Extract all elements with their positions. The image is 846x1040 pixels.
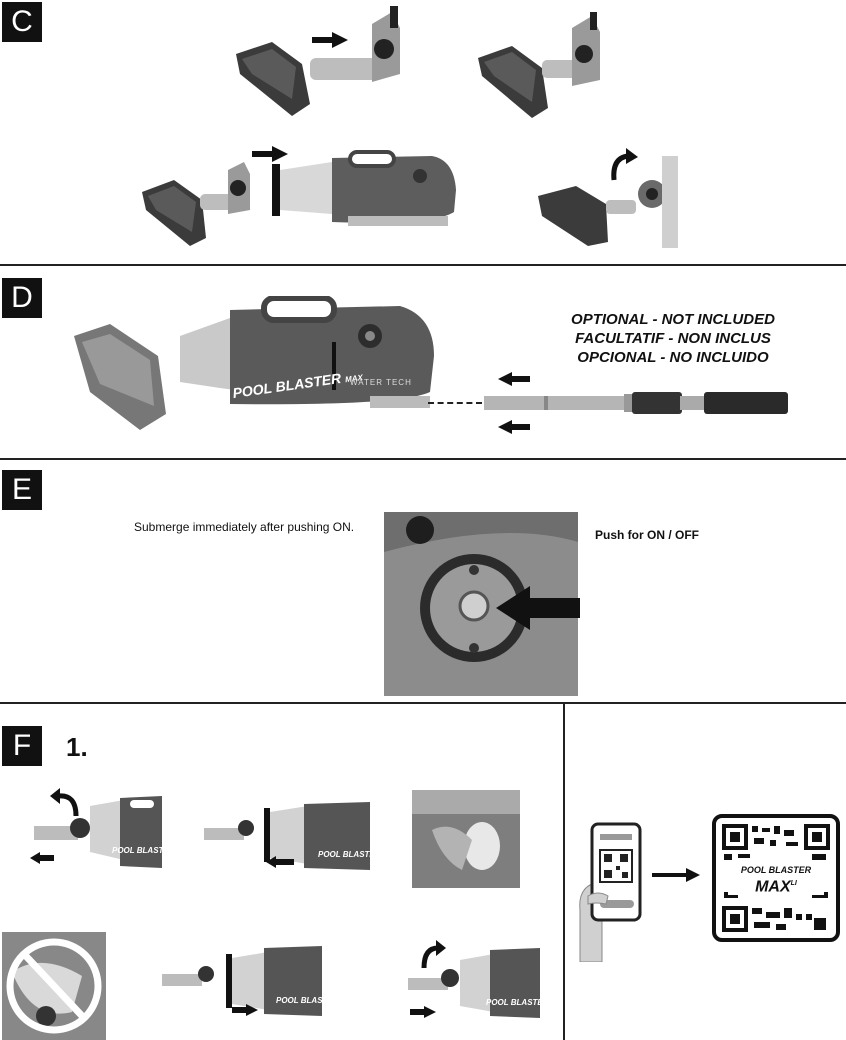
section-f-letter: F: [12, 729, 32, 762]
divider-f-qr: [563, 702, 565, 1040]
section-c-photo-2: [476, 10, 616, 120]
section-f-photo-6: [408, 948, 540, 1018]
section-d-tag: D: [2, 278, 42, 318]
optional-note: OPTIONAL - NOT INCLUDED FACULTATIF - NON…: [548, 310, 798, 367]
curved-arrow-icon: [420, 940, 446, 970]
arrow-left-icon: [496, 586, 580, 630]
push-on-off-label: Push for ON / OFF: [595, 528, 699, 542]
optional-line-fr: FACULTATIF - NON INCLUS: [575, 330, 771, 347]
optional-line-en: OPTIONAL - NOT INCLUDED: [571, 311, 775, 328]
arrow-right-icon: [652, 868, 700, 882]
arrow-right-icon: [410, 1006, 436, 1018]
divider-d-e: [0, 458, 846, 460]
arrow-left-icon: [266, 856, 294, 868]
device-brand-text: WATER TECH: [350, 378, 412, 387]
qr-code-icon: [722, 824, 830, 932]
arrow-left-icon: [498, 420, 530, 434]
connection-dashed-line: [428, 402, 482, 404]
section-f-photo-2: [204, 800, 370, 870]
section-f-photo-1: [34, 796, 162, 868]
arrow-right-icon: [312, 32, 348, 48]
qr-product-name-text: POOL BLASTER: [740, 865, 812, 875]
f5-product-label: POOL BLASTER: [276, 996, 339, 1005]
arrow-right-icon: [232, 1004, 258, 1016]
divider-e-f: [0, 702, 846, 704]
device-brand-label: WATER TECH: [350, 378, 412, 387]
arrow-right-icon: [252, 146, 288, 162]
section-c-photo-4: [536, 156, 678, 248]
section-c-photo-3: [140, 140, 290, 250]
divider-c-d: [0, 264, 846, 266]
section-f-photo-5: [162, 944, 322, 1016]
arrow-left-icon: [498, 372, 530, 386]
optional-line-es: OPCIONAL - NO INCLUIDO: [577, 349, 769, 366]
section-f-tag: F: [2, 726, 42, 766]
f1-product-label: POOL BLASTER: [112, 846, 175, 855]
submerge-instruction: Submerge immediately after pushing ON.: [134, 520, 355, 534]
qr-product-model-line: MAXLI: [728, 876, 824, 895]
section-c-device-body: [272, 150, 462, 230]
qr-product-suffix-text: LI: [790, 880, 797, 887]
section-d-letter: D: [11, 281, 33, 314]
curved-arrow-icon: [50, 788, 80, 818]
qr-product-name: POOL BLASTER MAXLI: [728, 864, 824, 896]
section-c-photo-1: [232, 4, 412, 120]
f6-product-label: POOL BLASTER: [486, 998, 549, 1007]
step-number: 1.: [66, 732, 88, 762]
power-button-photo: [384, 512, 578, 696]
prohibited-icon: [4, 934, 104, 1038]
section-e-tag: E: [2, 470, 42, 510]
section-c-tag: C: [2, 2, 42, 42]
curved-arrow-icon: [608, 148, 638, 182]
f2-product-label: POOL BLASTER: [318, 850, 381, 859]
section-f-photo-3: [412, 790, 520, 888]
section-e-letter: E: [11, 473, 32, 506]
hand-holding-phone: [578, 820, 644, 962]
section-d-device-photo: [70, 296, 440, 434]
qr-product-model-text: MAX: [755, 878, 791, 896]
section-c-letter: C: [11, 5, 33, 38]
arrow-left-icon: [30, 852, 54, 864]
qr-code-card: [712, 814, 840, 942]
telescopic-pole-photo: [484, 388, 788, 418]
